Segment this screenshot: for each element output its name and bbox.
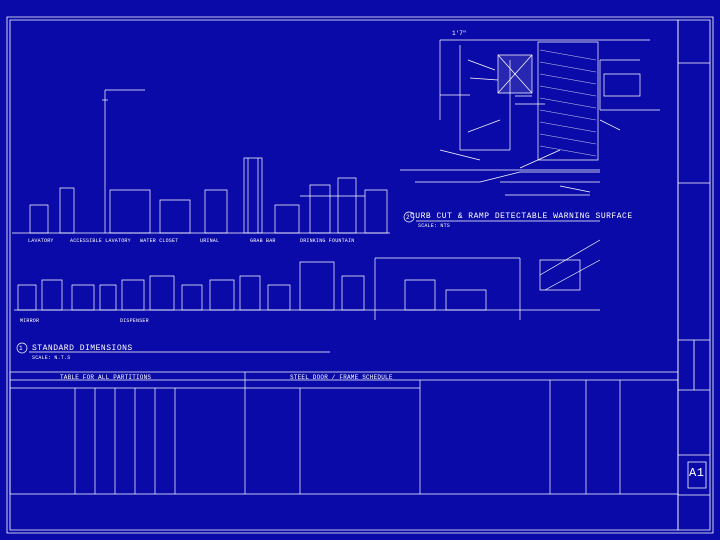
ramp-detail-subtitle: SCALE: NTS — [418, 223, 451, 229]
partition-table-title: TABLE FOR ALL PARTITIONS — [60, 374, 152, 381]
top-dimension-label: 1'7" — [452, 30, 466, 37]
fixture-elevations — [12, 90, 390, 233]
fixture-label: DRINKING FOUNTAIN — [300, 238, 355, 244]
ramp-detail-number: 2 — [406, 214, 410, 221]
door-schedule-title: STEEL DOOR / FRAME SCHEDULE — [290, 374, 393, 381]
fixture-label: MIRROR — [20, 318, 40, 324]
sheet-inner-border — [10, 20, 678, 530]
title-block-frame — [678, 20, 710, 530]
fixture-label: GRAB BAR — [250, 238, 276, 244]
dimensions-detail-subtitle: SCALE: N.T.S — [32, 355, 71, 361]
fixture-plans — [14, 240, 600, 353]
dimensions-detail-number-bubble — [17, 343, 27, 353]
dimensions-detail-number: 1 — [19, 345, 23, 352]
dimensions-detail-title: STANDARD DIMENSIONS — [32, 344, 133, 353]
fixture-label: LAVATORY — [28, 238, 54, 244]
fixture-label: WATER CLOSET — [140, 238, 179, 244]
sheet-number: A1 — [689, 466, 705, 480]
fixture-label: URINAL — [200, 238, 220, 244]
ramp-detail-title: CURB CUT & RAMP DETECTABLE WARNING SURFA… — [410, 212, 633, 221]
bottom-tables — [10, 372, 678, 494]
sheet-outer-border — [7, 17, 713, 533]
ramp-detail — [400, 150, 600, 222]
fixture-label: ACCESSIBLE LAVATORY — [70, 238, 131, 244]
curb-section-detail — [440, 40, 660, 160]
ramp-detail-number-bubble — [404, 212, 414, 222]
fixture-label: DISPENSER — [120, 318, 149, 324]
